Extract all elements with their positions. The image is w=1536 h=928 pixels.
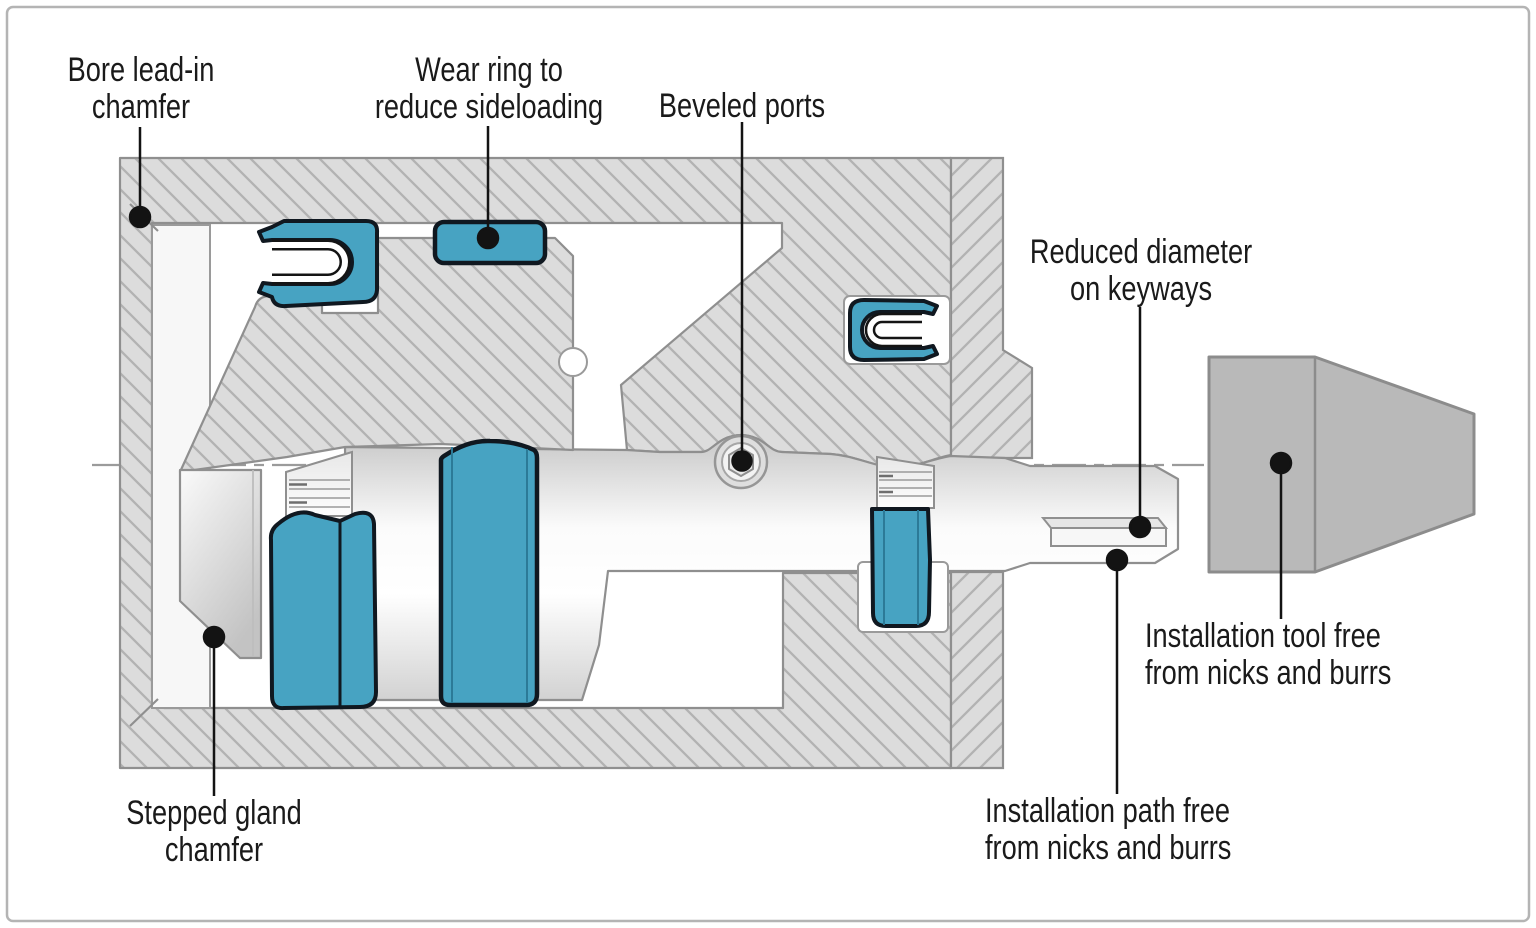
gland-face-notch: [558, 347, 588, 377]
leader-installation-path: [1105, 548, 1129, 794]
piston-rod: [343, 433, 1180, 702]
leader-installation-tool: [1269, 451, 1293, 619]
leader-wear-ring: [476, 126, 500, 250]
label-installation-path: Installation path free from nicks and bu…: [985, 792, 1232, 867]
retainer-strip-bottom: [949, 570, 1005, 770]
label-wear-ring: Wear ring to reduce sideloading: [374, 51, 604, 126]
rod-wiper-seal: [257, 219, 380, 309]
keyway-seal: [848, 298, 939, 362]
label-stepped-gland: Stepped gland chamfer: [126, 794, 302, 869]
leader-stepped-gland: [202, 625, 226, 796]
piston-seal: [438, 438, 540, 708]
leader-reduced-diameter: [1128, 307, 1152, 539]
rod-seal: [268, 510, 378, 711]
bore-chamfer-edge-bottom: [129, 698, 159, 727]
seal-energizer-right: [876, 455, 935, 509]
label-installation-tool: Installation tool free from nicks and bu…: [1145, 617, 1392, 692]
label-reduced-diameter: Reduced diameter on keyways: [1029, 233, 1253, 308]
label-bore-chamfer: Bore lead-in chamfer: [67, 51, 215, 126]
installation-tool: [1207, 355, 1476, 574]
piston-rod-seal: [870, 507, 932, 628]
leader-beveled-ports: [731, 122, 753, 472]
leader-bore-chamfer: [128, 127, 152, 229]
label-beveled-ports: Beveled ports: [658, 87, 826, 125]
stepped-gland-nose: [178, 468, 263, 660]
